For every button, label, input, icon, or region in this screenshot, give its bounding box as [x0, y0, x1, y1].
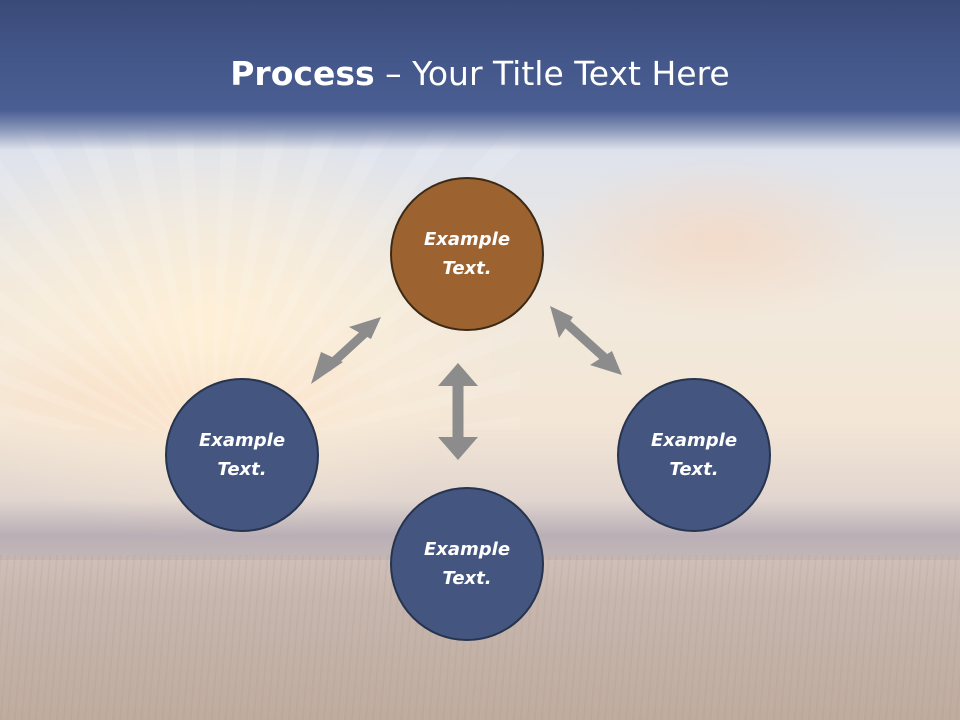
- node-right[interactable]: Example Text.: [617, 378, 771, 532]
- slide-title[interactable]: Process – Your Title Text Here: [0, 52, 960, 96]
- arrow-top-left: [311, 317, 381, 384]
- node-top-label: Example Text.: [423, 229, 511, 279]
- title-bold: Process: [230, 54, 375, 93]
- arrow-vertical: [438, 363, 478, 460]
- title-rest: – Your Title Text Here: [374, 54, 730, 93]
- arrow-top-right: [550, 306, 622, 375]
- node-bottom[interactable]: Example Text.: [390, 487, 544, 641]
- title-bar: [0, 0, 960, 150]
- node-top[interactable]: Example Text.: [390, 177, 544, 331]
- node-right-label: Example Text.: [650, 430, 738, 480]
- node-bottom-label: Example Text.: [423, 539, 511, 589]
- node-left[interactable]: Example Text.: [165, 378, 319, 532]
- node-left-label: Example Text.: [198, 430, 286, 480]
